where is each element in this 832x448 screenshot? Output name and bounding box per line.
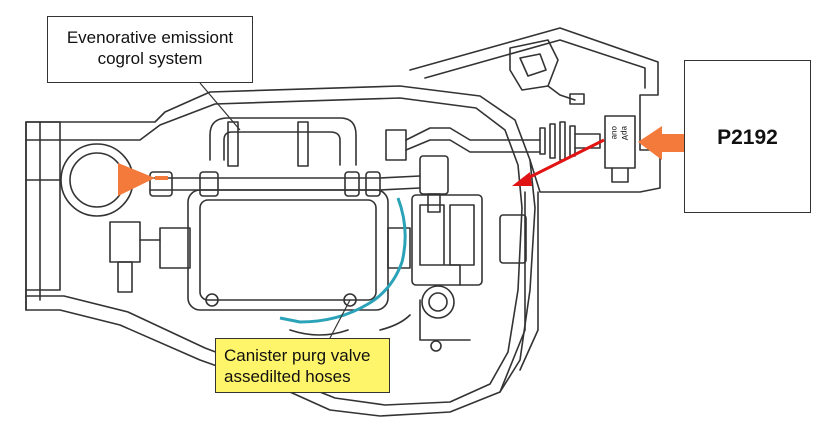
note-line-1: Canister purg valve [224,346,371,365]
note-callout: Canister purg valve assedilted hoses [215,338,390,393]
note-leader [329,299,351,339]
teal-hose [279,197,407,324]
vent-hose-loop [209,117,357,166]
sensor-block [604,115,636,169]
purge-valve [419,155,449,195]
engine-bay-outline [25,85,536,417]
note-line-2: assedilted hoses [224,367,351,386]
code-text: P2192 [717,126,778,149]
code-callout: P2192 [684,60,811,213]
charcoal-canister [187,189,389,311]
mount-ring [421,285,455,319]
red-arrow-icon [523,138,605,182]
title-line-2: cogrol system [97,49,203,68]
title-line-1: Evenorative emissiont [66,28,234,47]
title-callout: Evenorative emissiont cogrol system [47,16,253,83]
orange-arrow-icon-right [638,126,686,160]
orange-arrow-icon [118,163,155,196]
corrugated-connector [539,121,576,161]
title-leader [199,82,241,131]
body-panel [409,27,661,193]
